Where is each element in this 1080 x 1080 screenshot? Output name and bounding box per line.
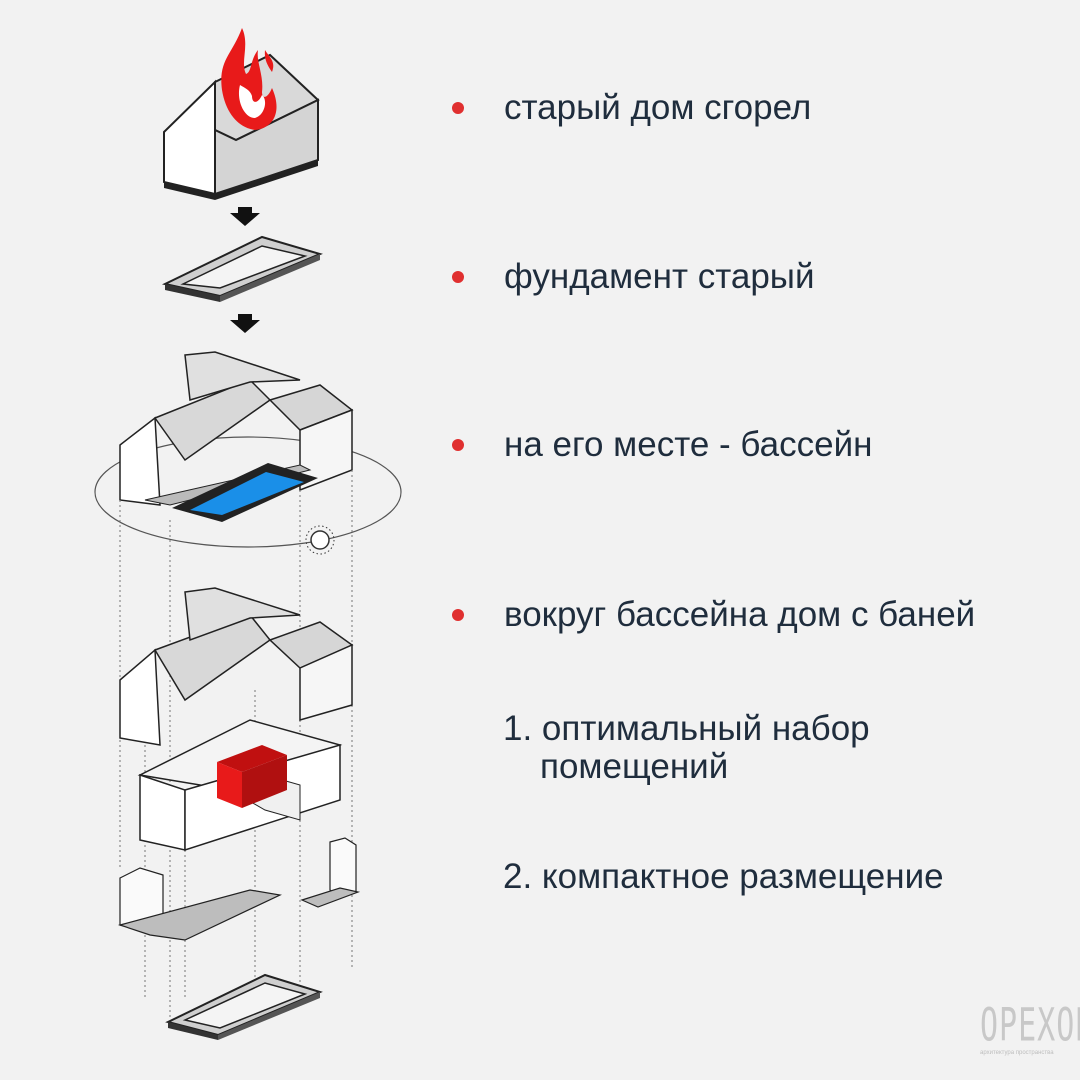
logo-text: ОРЕХОВ — [980, 1000, 1080, 1053]
bullet-item-2: фундамент старый — [452, 257, 815, 297]
bullet-dot-icon — [452, 271, 464, 283]
bullet-text: вокруг бассейна дом с баней — [504, 595, 976, 634]
bullet-text: фундамент старый — [504, 257, 815, 296]
logo-subtitle: архитектура пространства — [980, 1050, 1054, 1056]
bullet-dot-icon — [452, 439, 464, 451]
numbered-item-2: 2. компактное размещение — [503, 858, 944, 896]
exploded-base — [117, 837, 361, 941]
numbered-text: 2. компактное размещение — [503, 857, 944, 896]
bullet-item-1: старый дом сгорел — [452, 88, 811, 128]
sauna-block — [217, 745, 287, 808]
numbered-item-1: 1. оптимальный набор помещений — [503, 710, 870, 786]
sun-icon — [305, 525, 335, 555]
bullet-text: на его месте - бассейн — [504, 425, 873, 464]
down-arrow-icon — [230, 207, 260, 226]
house-evolution-diagram — [94, 28, 402, 1040]
fire-icon — [221, 28, 277, 130]
bullet-dot-icon — [452, 609, 464, 621]
bullet-text: старый дом сгорел — [504, 88, 812, 127]
old-foundation — [161, 235, 323, 302]
new-house-with-pool — [94, 351, 402, 548]
exploded-foundation — [165, 973, 323, 1040]
bullet-item-3: на его месте - бассейн — [452, 425, 872, 465]
numbered-text: 1. оптимальный набор — [503, 709, 870, 748]
bullet-item-4: вокруг бассейна дом с баней — [452, 595, 975, 635]
exploded-roof — [119, 587, 354, 746]
down-arrow-icon — [230, 314, 260, 333]
brand-logo: ОРЕХОВ архитектура пространства — [980, 1000, 1080, 1060]
bullet-dot-icon — [452, 102, 464, 114]
numbered-text-continuation: помещений — [540, 747, 729, 786]
